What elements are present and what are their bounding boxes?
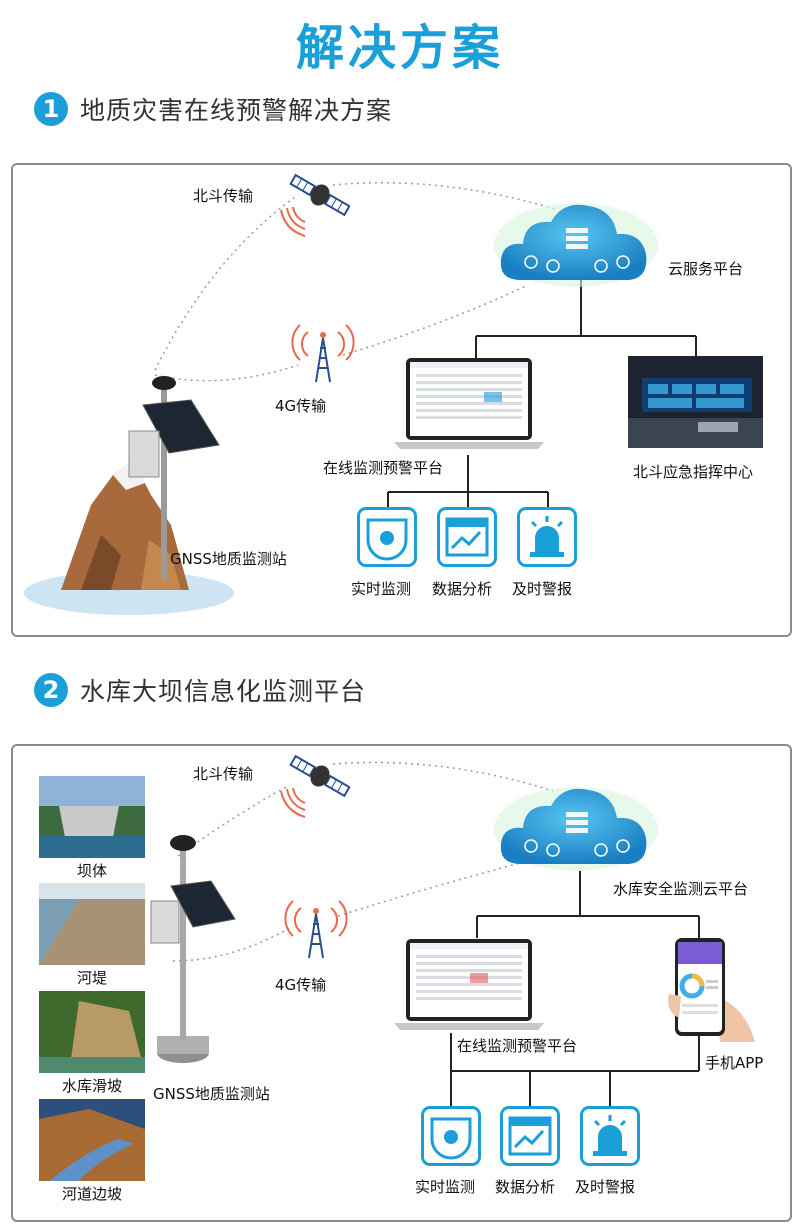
cloud-server-icon: [494, 787, 658, 871]
tree-lines: [387, 280, 697, 507]
camera-icon: [366, 518, 408, 561]
link-tower-cloud-2: [337, 860, 529, 917]
satellite-icon: [280, 754, 350, 818]
tree-lines-2: [450, 871, 700, 1106]
section2-diagram-panel: 坝体 河堤 水库滑坡 河道边坡 北斗传输 4G传输: [11, 744, 792, 1222]
beidou-label-2: 北斗传输: [193, 765, 254, 783]
laptop-label: 在线监测预警平台: [323, 459, 444, 477]
station-label: GNSS地质监测站: [170, 550, 287, 568]
chart-icon: [508, 1116, 552, 1156]
thumbnail-riverbank-image: [39, 1099, 145, 1181]
realtime-monitor-tile: [357, 507, 417, 567]
satellite-icon: [280, 173, 350, 237]
beidou-label: 北斗传输: [193, 187, 254, 205]
camera-icon: [430, 1117, 472, 1160]
section1-diagram-panel: 北斗传输 4G传输 云服务平台: [11, 163, 792, 637]
chart-icon: [445, 517, 489, 557]
section1-title: 地质灾害在线预警解决方案: [80, 96, 393, 125]
link-station-tower-2: [172, 925, 294, 962]
thumbnail-label-levee: 河堤: [76, 969, 107, 987]
section1-connectors: [154, 182, 697, 507]
function-label-realtime: 实时监测: [351, 580, 412, 598]
realtime-monitor-tile-2: [421, 1106, 481, 1166]
thumbnail-levee-image: [39, 883, 145, 965]
section2-number: 2: [34, 673, 68, 707]
alarm-tile: [517, 507, 577, 567]
section2-header: 2 水库大坝信息化监测平台: [34, 670, 366, 710]
cloud-label-2: 水库安全监测云平台: [613, 880, 749, 898]
cloud-label: 云服务平台: [668, 260, 744, 278]
section2-connectors: [172, 761, 700, 1106]
gnss-station-pole-image: [150, 835, 236, 1063]
link-station-satellite: [154, 194, 299, 371]
link-station-satellite-2: [177, 785, 289, 857]
alarm-icon: [593, 1115, 627, 1156]
signal-tower-icon: [291, 324, 355, 383]
command-center-image: [628, 356, 763, 448]
thumbnail-label-dam: 坝体: [76, 862, 107, 880]
page-title: 解决方案: [295, 20, 504, 76]
g4-label-2: 4G传输: [275, 976, 327, 994]
thumbnail-dam-image: [39, 776, 145, 858]
function-label-alarm: 及时警报: [512, 580, 573, 598]
station-label-2: GNSS地质监测站: [153, 1085, 270, 1103]
section2-title: 水库大坝信息化监测平台: [80, 677, 367, 706]
link-satellite-cloud: [332, 182, 559, 211]
signal-tower-icon: [284, 900, 348, 959]
laptop-label-2: 在线监测预警平台: [457, 1037, 578, 1055]
thumbnail-label-riverbank: 河道边坡: [61, 1185, 122, 1203]
data-analysis-tile-2: [500, 1106, 560, 1166]
gnss-station-mountain-image: [24, 376, 234, 615]
laptop-icon: [394, 939, 544, 1030]
phone-label: 手机APP: [705, 1054, 764, 1072]
laptop-icon: [394, 358, 544, 449]
alarm-tile-2: [580, 1106, 640, 1166]
thumbnail-landslide-image: [39, 991, 145, 1073]
command-center-label: 北斗应急指挥中心: [633, 463, 754, 481]
alarm-icon: [530, 516, 564, 557]
data-analysis-tile: [437, 507, 497, 567]
link-station-tower: [154, 364, 299, 382]
link-tower-cloud: [342, 284, 529, 356]
section1-number: 1: [34, 92, 68, 126]
thumbnail-label-landslide: 水库滑坡: [61, 1077, 122, 1095]
g4-label: 4G传输: [275, 397, 327, 415]
function-label-alarm-2: 及时警报: [575, 1178, 636, 1196]
function-label-realtime-2: 实时监测: [415, 1178, 476, 1196]
function-label-analysis: 数据分析: [432, 580, 493, 598]
section1-header: 1 地质灾害在线预警解决方案: [34, 89, 392, 129]
cloud-server-icon: [494, 203, 658, 287]
function-label-analysis-2: 数据分析: [495, 1178, 556, 1196]
phone-app-image: [668, 938, 755, 1042]
